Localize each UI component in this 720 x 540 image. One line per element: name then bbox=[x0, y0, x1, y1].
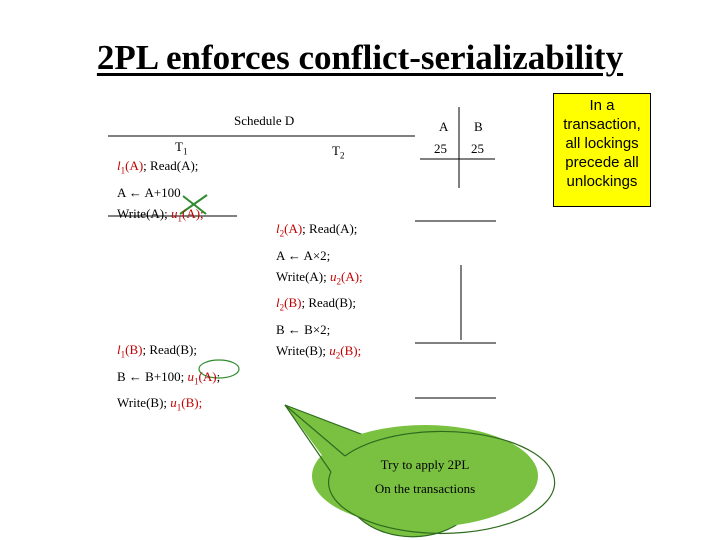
two-phase-rule-note: In a transaction, all lockings precede a… bbox=[553, 93, 651, 207]
column-b-label: B bbox=[474, 119, 483, 134]
t2-assign-a: A ← A×2; bbox=[276, 247, 331, 263]
t2-header: T2 bbox=[332, 143, 345, 161]
t2-write-unlock-b: Write(B); u2(B); bbox=[276, 342, 362, 361]
t2-assign-b: B ← B×2; bbox=[276, 321, 331, 337]
t1-block1: l1(A); Read(A); A ← A+100 Write(A); u1(A… bbox=[117, 155, 204, 229]
t1-lock-read-b: l1(B); Read(B); bbox=[117, 342, 197, 360]
t2-lock-read-b: l2(B); Read(B); bbox=[276, 295, 356, 313]
t1-write-unlock-a: Write(A); u1(A); bbox=[117, 205, 204, 224]
bubble-text: Try to apply 2PL On the transactions bbox=[345, 455, 505, 499]
t2-write-unlock-a: Write(A); u2(A); bbox=[276, 268, 363, 287]
t1-header: T1 bbox=[175, 139, 188, 157]
schedule-name: Schedule D bbox=[234, 113, 295, 128]
t2-lock-read-a: l2(A); Read(A); bbox=[276, 221, 358, 239]
cross-out-stroke-2 bbox=[182, 195, 207, 215]
slide-title: 2PL enforces conflict-serializability bbox=[96, 38, 624, 77]
t2-block: l2(A); Read(A); A ← A×2; Write(A); u2(A)… bbox=[276, 218, 363, 366]
value-a: 25 bbox=[434, 141, 447, 156]
circle-u1a bbox=[198, 359, 240, 379]
bubble-line-1: Try to apply 2PL bbox=[380, 457, 470, 472]
column-a-label: A bbox=[439, 119, 449, 134]
t1-lock-read-a: l1(A); Read(A); bbox=[117, 158, 199, 176]
bubble-line-2: On the transactions bbox=[374, 481, 476, 496]
value-b: 25 bbox=[471, 141, 484, 156]
t1-block2: l1(B); Read(B); B ← B+100; u1(A); Write(… bbox=[117, 339, 220, 419]
t1-assign-a: A ← A+100 bbox=[117, 184, 181, 200]
t1-assign-b-unlock-a: B ← B+100; u1(A); bbox=[117, 368, 221, 387]
t1-write-unlock-b: Write(B); u1(B); bbox=[117, 395, 203, 413]
